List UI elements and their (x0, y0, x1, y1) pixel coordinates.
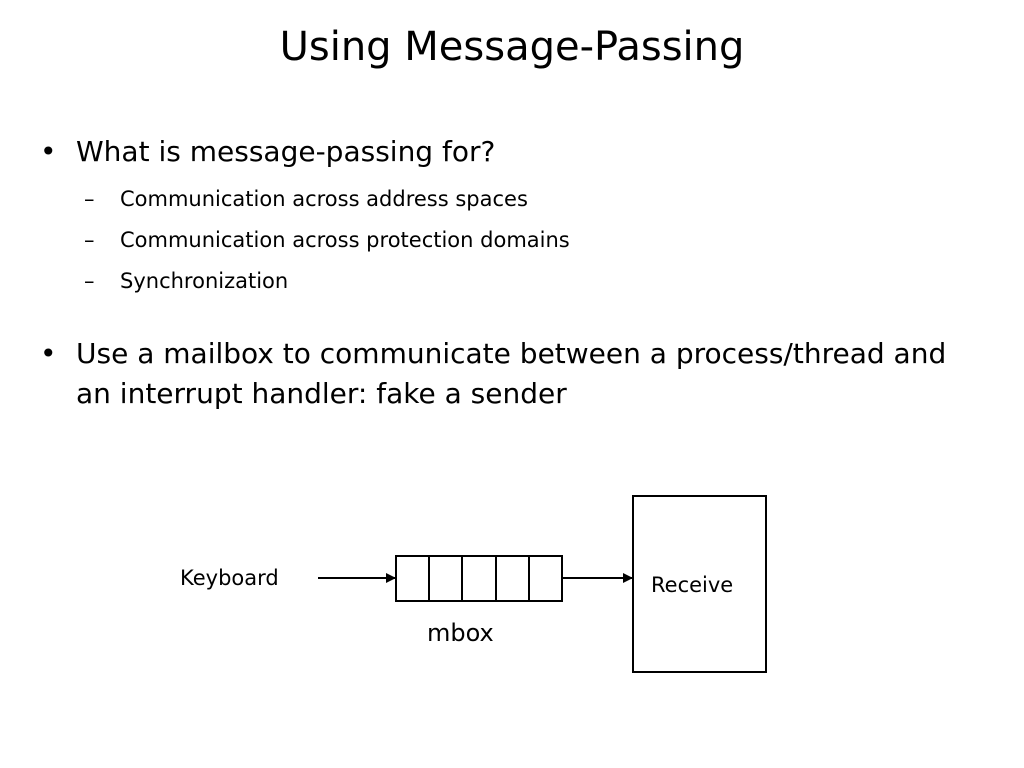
dash-marker-icon: – (84, 269, 95, 293)
sub-bullet-text: Synchronization (120, 269, 289, 293)
dash-marker-icon: – (84, 228, 95, 252)
dash-marker-icon: – (84, 187, 95, 211)
bullet-marker-icon: • (40, 135, 57, 168)
bullet-text: What is message-passing for? (76, 135, 496, 168)
arrow-keyboard-to-mbox-icon (318, 573, 396, 583)
bullet-group-spacer (38, 302, 988, 334)
page-title: Using Message-Passing (279, 24, 745, 70)
mbox-slot (463, 557, 497, 600)
diagram-label-mbox: mbox (427, 619, 494, 647)
receive-box (632, 495, 767, 673)
mbox-slot (430, 557, 464, 600)
bullet-marker-icon: • (40, 337, 57, 370)
bullet-item-primary: • Use a mailbox to communicate between a… (38, 334, 988, 414)
sub-bullet-item: – Communication across protection domain… (38, 220, 988, 261)
diagram-label-receive: Receive (651, 573, 734, 597)
arrow-mbox-to-receive-icon (563, 573, 633, 583)
sub-bullet-text: Communication across address spaces (120, 187, 528, 211)
diagram-label-keyboard: Keyboard (180, 566, 279, 590)
mbox-slot (397, 557, 431, 600)
bullet-text: Use a mailbox to communicate between a p… (76, 337, 947, 410)
bullet-item-primary: • What is message-passing for? (38, 132, 988, 172)
mbox-slot (530, 557, 561, 600)
mbox-queue (395, 555, 563, 602)
sub-bullet-item: – Synchronization (38, 261, 988, 302)
slide-body: • What is message-passing for? – Communi… (38, 132, 988, 414)
sub-bullet-list: – Communication across address spaces – … (38, 179, 988, 302)
sub-bullet-text: Communication across protection domains (120, 228, 570, 252)
sub-bullet-item: – Communication across address spaces (38, 179, 988, 220)
mbox-slot (497, 557, 530, 600)
